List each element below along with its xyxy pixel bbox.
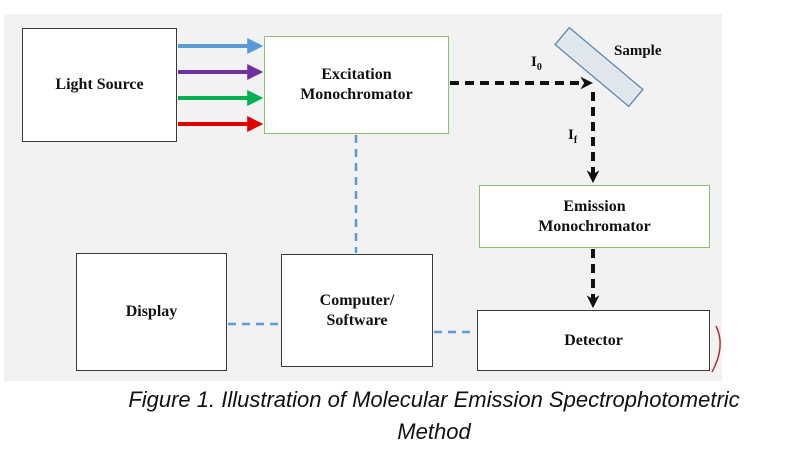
fluorescence-intensity-subscript: f bbox=[573, 135, 578, 146]
computer-software-label: Computer/ Software bbox=[319, 291, 395, 329]
edge-decoration-mark bbox=[711, 325, 721, 373]
incident-intensity-subscript: 0 bbox=[536, 62, 542, 73]
figure-caption: Figure 1. Illustration of Molecular Emis… bbox=[74, 384, 794, 448]
fluorescence-intensity-symbol: I bbox=[568, 127, 574, 143]
figure-caption-line-2: Method bbox=[397, 419, 471, 444]
display-box: Display bbox=[76, 253, 227, 371]
sample-label: Sample bbox=[614, 43, 662, 59]
light-source-label: Light Source bbox=[55, 76, 144, 93]
light-source-box: Light Source bbox=[22, 28, 177, 142]
computer-software-box: Computer/ Software bbox=[281, 254, 433, 367]
figure-caption-line-1: Figure 1. Illustration of Molecular Emis… bbox=[128, 387, 740, 412]
detector-box: Detector bbox=[477, 310, 710, 371]
excitation-monochromator-label: Excitation Monochromator bbox=[300, 66, 413, 103]
display-label: Display bbox=[125, 303, 178, 320]
emission-monochromator-label: Emission Monochromator bbox=[538, 197, 651, 235]
detector-label: Detector bbox=[564, 331, 623, 349]
excitation-monochromator-box: Excitation Monochromator bbox=[264, 36, 449, 134]
sample-cuvette bbox=[554, 26, 644, 108]
emission-monochromator-box: Emission Monochromator bbox=[479, 185, 710, 248]
fluorescence-intensity-label: If bbox=[568, 127, 577, 146]
incident-intensity-symbol: I bbox=[531, 54, 537, 70]
incident-intensity-label: I0 bbox=[531, 54, 542, 73]
